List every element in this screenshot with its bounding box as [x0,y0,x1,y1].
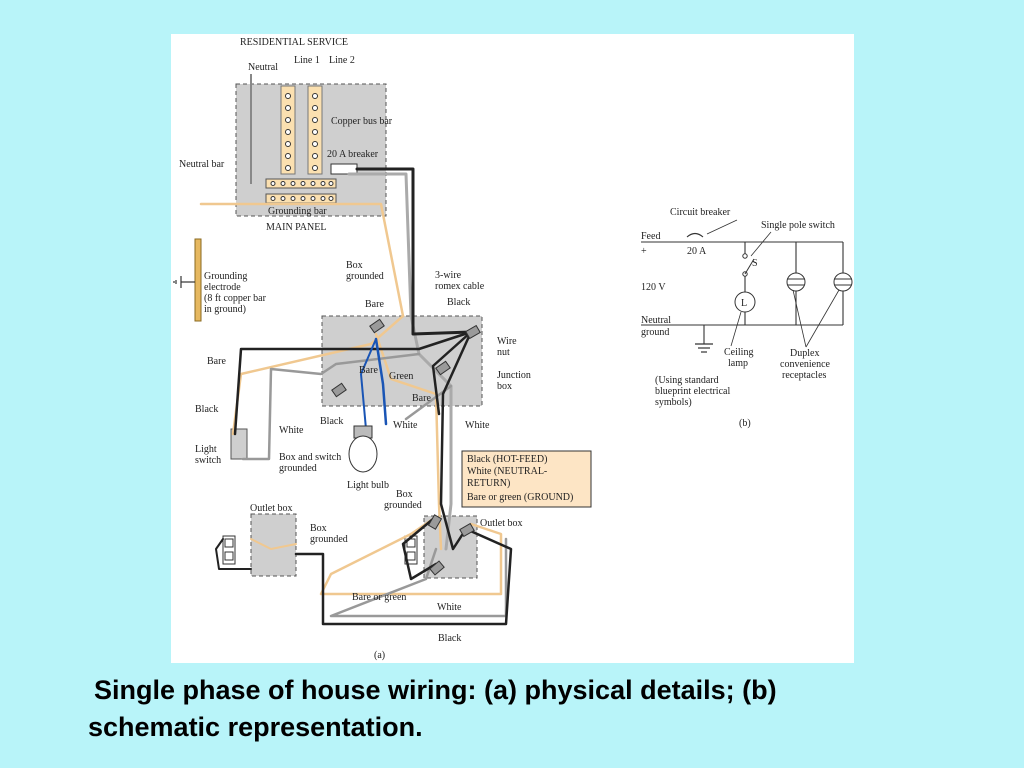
circuit-breaker-label: Circuit breaker [670,207,731,218]
white-left-label: White [279,425,304,436]
green-label: Green [389,371,413,382]
white-bottom-label: White [437,602,462,613]
black-bottom-label: Black [438,633,461,644]
neutral-label: Neutral [248,62,278,73]
figure-caption: Single phase of house wiring: (a) physic… [88,672,988,746]
wiring-figure: RESIDENTIAL SERVICE Neutral Line 1 Line … [171,34,854,663]
feed-label: Feed [641,231,660,242]
legend-line-1: Black (HOT-FEED) [467,454,547,465]
bare-or-green-label: Bare or green [352,592,406,603]
grounding-electrode-label-2: electrode [204,282,241,293]
light-switch-box [230,428,248,460]
plus-label: + [641,246,647,257]
copper-bus-bar-label: Copper bus bar [331,116,393,127]
black-bulb-label: Black [320,416,343,427]
ceiling-lamp-label-2: lamp [728,358,748,369]
earth-symbol-left [173,276,195,288]
junction-box-label-1: Junction [497,370,531,381]
box-grounded-top-label-2: grounded [346,271,384,282]
main-panel-label: MAIN PANEL [266,222,326,233]
wire-nut-label-1: Wire [497,336,517,347]
schematic-lines [641,232,844,344]
ceiling-lamp-label-1: Ceiling [724,347,753,358]
schematic-switch [742,253,755,277]
panel-b-label: (b) [739,418,751,429]
three-wire-label-2: romex cable [435,281,485,292]
white-bulb-label: White [393,420,418,431]
grounding-bar-label: Grounding bar [268,206,327,217]
schematic-receptacles [786,272,853,292]
earth-symbol-right [695,343,713,353]
grounding-electrode-label-4: in ground) [204,304,246,315]
neutral-bar-label: Neutral bar [179,159,225,170]
outlet-box-left-label: Outlet box [250,503,293,514]
box-switch-grounded-label-2: grounded [279,463,317,474]
neutral-ground-label-2: ground [641,327,669,338]
legend-line-3: RETURN) [467,478,510,489]
wire-legend-box [461,450,592,508]
wire-nut-label-2: nut [497,347,510,358]
single-pole-switch-label: Single pole switch [761,220,835,231]
bare-mid-label: Bare [359,365,378,376]
panel-a-label: (a) [374,650,385,661]
bare-junction-label: Bare [412,393,431,404]
duplex-label-2: convenience [780,359,831,370]
black-left-label: Black [195,404,218,415]
box-switch-grounded-label-1: Box and switch [279,452,341,463]
schematic-note-2: blueprint electrical [655,386,730,397]
light-switch-label-1: Light [195,444,217,455]
caption-line-2: schematic representation. [88,712,423,742]
schematic-note-1: (Using standard [655,375,719,386]
light-bulb [348,425,378,473]
grounding-electrode-label-3: (8 ft copper bar [204,293,267,304]
neutral-ground-label-1: Neutral [641,315,671,326]
line2-label: Line 2 [329,55,355,66]
box-grounded-outlet-right-1: Box [396,489,413,500]
three-wire-label-1: 3-wire [435,270,462,281]
voltage-label: 120 V [641,282,666,293]
receptacle-right [404,535,418,565]
schematic-20a-label: 20 A [687,246,707,257]
outlet-box-right-label: Outlet box [480,518,523,529]
lamp-l-label: L [741,298,747,309]
junction-box [321,315,483,407]
light-switch-label-2: switch [195,455,221,466]
line1-label: Line 1 [294,55,320,66]
bare-top-label: Bare [365,299,384,310]
black-top-label: Black [447,297,470,308]
duplex-label-3: receptacles [782,370,827,381]
breaker-label: 20 A breaker [327,149,379,160]
caption-line-1: Single phase of house wiring: (a) physic… [94,675,777,705]
junction-box-label-2: box [497,381,512,392]
switch-s-label: S [752,258,758,269]
box-grounded-outlet-left-1: Box [310,523,327,534]
grounding-electrode [194,238,202,322]
legend-line-2: White (NEUTRAL- [467,466,547,477]
grounding-electrode-label-1: Grounding [204,271,247,282]
box-grounded-outlet-right-2: grounded [384,500,422,511]
schematic-lamp [734,291,756,313]
wiring-diagram-svg: RESIDENTIAL SERVICE Neutral Line 1 Line … [173,37,853,661]
legend-line-4: Bare or green (GROUND) [467,492,573,503]
receptacle-left [222,535,236,565]
bare-left-label: Bare [207,356,226,367]
schematic-note-3: symbols) [655,397,692,408]
residential-service-label: RESIDENTIAL SERVICE [240,37,348,48]
white-right-label: White [465,420,490,431]
box-grounded-outlet-left-2: grounded [310,534,348,545]
box-grounded-top-label-1: Box [346,260,363,271]
duplex-label-1: Duplex [790,348,819,359]
light-bulb-label: Light bulb [347,480,389,491]
